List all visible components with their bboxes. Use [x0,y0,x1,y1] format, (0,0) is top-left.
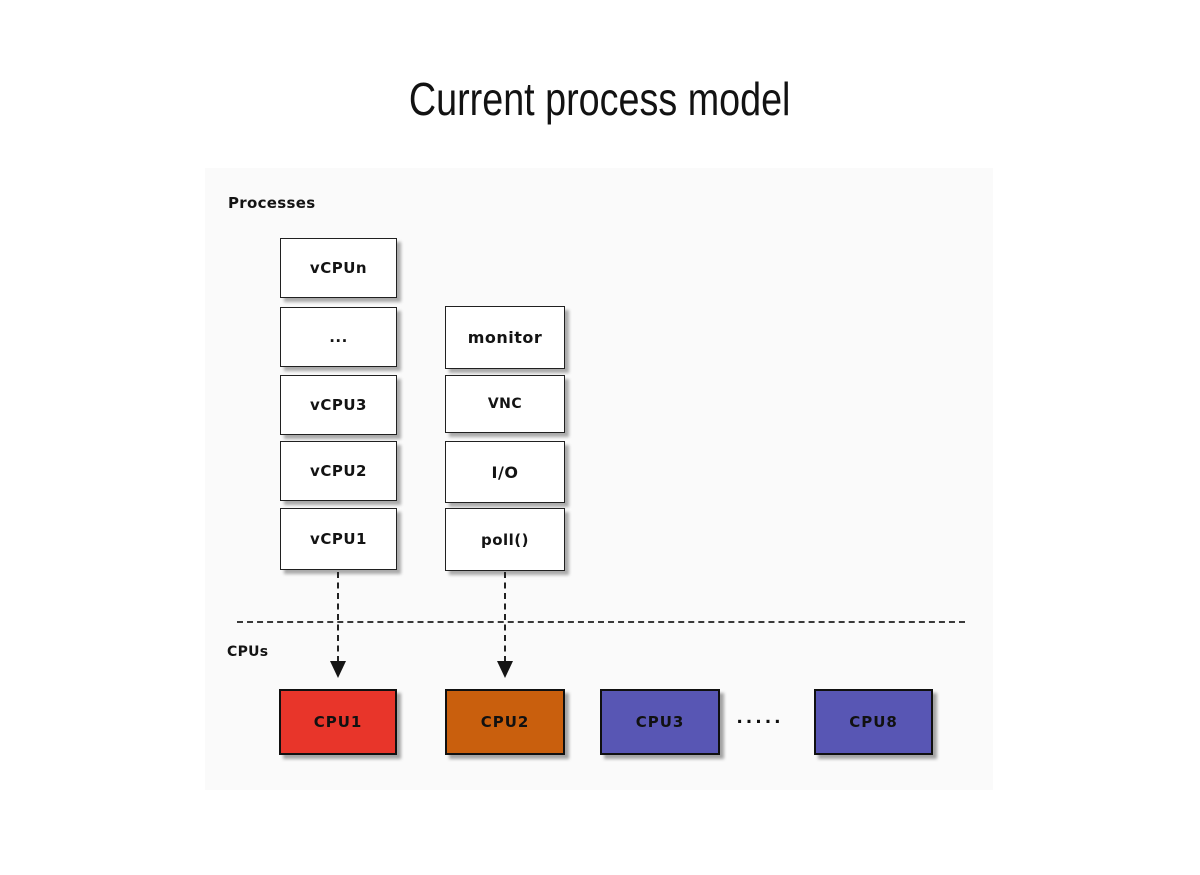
down-arrow-line-poll [504,572,506,662]
process-box-vcpun: vCPUn [280,238,397,298]
process-box-vnc: VNC [445,375,565,433]
dashed-separator-line [237,621,965,623]
down-arrowhead-icon-poll [497,661,513,678]
cpu-box-cpu1: CPU1 [279,689,397,755]
cpus-label: CPUs [227,644,269,660]
process-box-vcpu1: vCPU1 [280,508,397,570]
process-box-vcpu2: vCPU2 [280,441,397,501]
processes-label: Processes [228,194,316,212]
page-title-text: Current process model [409,73,791,125]
process-box-ellipsis: ... [280,307,397,367]
down-arrowhead-icon-vcpu1 [330,661,346,678]
cpu-row-ellipsis: ..... [736,708,784,728]
process-box-monitor: monitor [445,306,565,369]
page-title: Current process model [0,72,1200,126]
process-box-io: I/O [445,441,565,503]
cpu-box-cpu3: CPU3 [600,689,720,755]
down-arrow-line-vcpu1 [337,572,339,662]
process-box-poll: poll() [445,508,565,571]
process-box-vcpu3: vCPU3 [280,375,397,435]
cpu-box-cpu2: CPU2 [445,689,565,755]
cpu-box-cpu8: CPU8 [814,689,933,755]
